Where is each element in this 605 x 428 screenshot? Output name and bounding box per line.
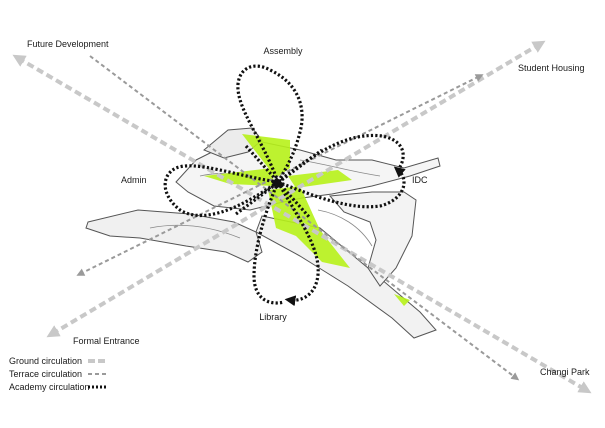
label-formal-entrance: Formal Entrance bbox=[73, 336, 140, 346]
academy-loop-admin bbox=[163, 164, 283, 217]
terrace-circulation bbox=[76, 55, 520, 381]
building-massing bbox=[85, 127, 441, 339]
legend-label-ground: Ground circulation bbox=[9, 356, 82, 366]
label-idc: IDC bbox=[412, 175, 428, 185]
label-changi-park: Changi Park bbox=[540, 367, 590, 377]
label-future-development: Future Development bbox=[27, 39, 109, 49]
label-assembly: Assembly bbox=[263, 46, 303, 56]
label-admin: Admin bbox=[121, 175, 147, 185]
academy-circulation bbox=[163, 64, 404, 303]
label-student-housing: Student Housing bbox=[518, 63, 585, 73]
label-library: Library bbox=[259, 312, 287, 322]
terrace-axis-lower bbox=[76, 74, 484, 276]
legend-label-terrace: Terrace circulation bbox=[9, 369, 82, 379]
academy-loop-library bbox=[252, 181, 320, 303]
legend: Ground circulation Terrace circulation A… bbox=[9, 356, 108, 392]
academy-diagonal-sw-ne bbox=[235, 148, 323, 216]
academy-loop-assembly bbox=[236, 64, 304, 189]
academy-diagonal-nw-se bbox=[244, 144, 312, 220]
legend-label-academy: Academy circulation bbox=[9, 382, 90, 392]
